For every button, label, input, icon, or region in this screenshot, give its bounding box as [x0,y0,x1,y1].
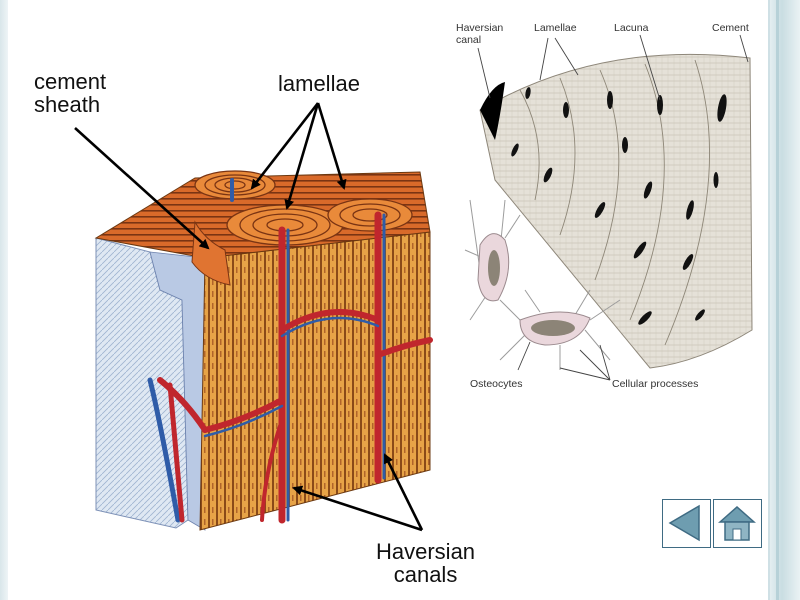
arrow-haversian-1 [294,488,422,530]
label-haversian-canals: Haversian canals [376,540,475,586]
leader-lamellae-2 [555,38,578,75]
label-micro-osteocytes: Osteocytes [470,378,523,390]
house-icon [714,500,760,546]
osteon-micrograph [465,35,752,380]
label-micro-lamellae: Lamellae [534,22,577,34]
label-micro-cellular-processes: Cellular processes [612,378,698,390]
home-button[interactable] [713,499,762,548]
triangle-left-icon [663,500,709,546]
leader-osteocytes [518,342,530,370]
label-micro-lacuna: Lacuna [614,22,648,34]
leader-haversian-canal [478,48,490,98]
label-cement-sheath: cement sheath [34,70,106,116]
label-micro-haversian-canal: Haversian canal [456,22,503,46]
label-micro-cement: Cement [712,22,749,34]
compact-bone-block [96,171,430,530]
label-lamellae: lamellae [278,72,360,95]
front-face [200,232,430,530]
back-button[interactable] [662,499,711,548]
leader-lamellae-1 [540,38,548,80]
